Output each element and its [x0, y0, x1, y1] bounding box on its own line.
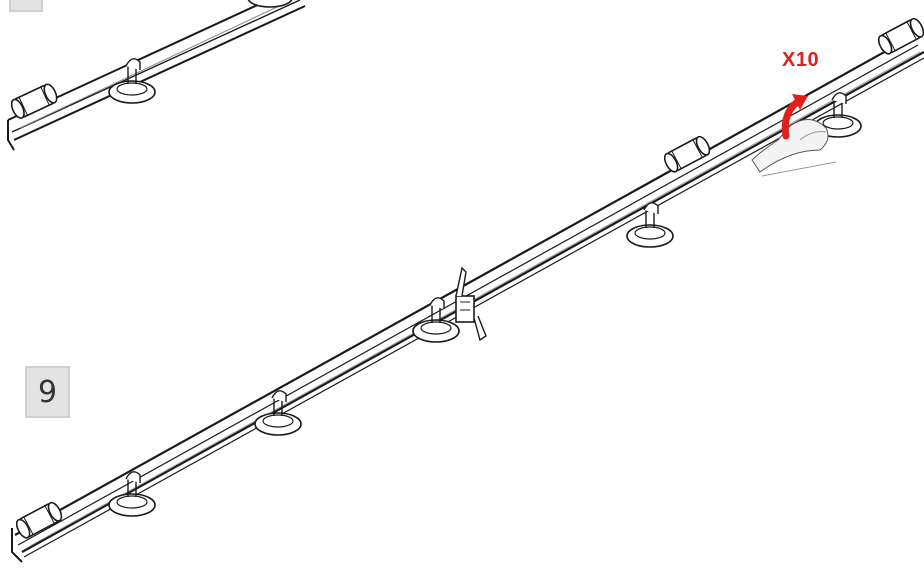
curved-rotate-arrow-icon [781, 94, 808, 140]
step-number: 9 [37, 374, 58, 410]
suction-cup-icon [108, 57, 156, 104]
step-number-box: 9 [25, 366, 70, 418]
rail-connector-icon [455, 266, 487, 342]
rail-clip-icon [661, 133, 713, 175]
rail-end-clip-icon [875, 15, 924, 57]
suction-cup-icon [626, 202, 674, 248]
hand-tightening-icon [751, 119, 837, 177]
repeat-count-label: X10 [782, 49, 820, 71]
main-rail [11, 15, 924, 563]
previous-step-number-box [9, 0, 43, 12]
previous-step-rail [7, 0, 306, 151]
